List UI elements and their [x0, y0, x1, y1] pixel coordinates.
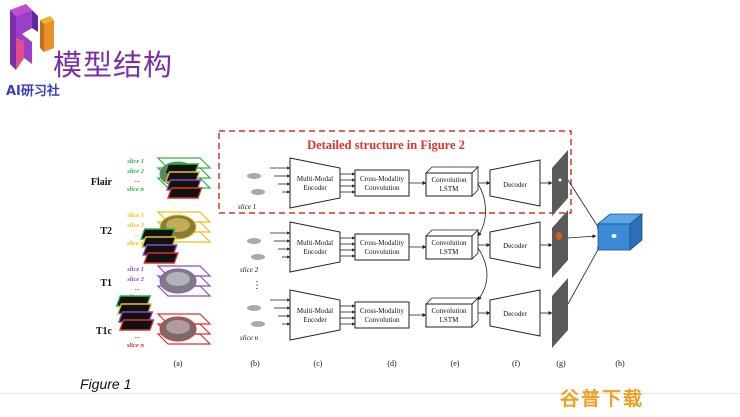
- encoder-label-line1: Multi-Modal: [297, 307, 333, 315]
- panel-letter-h: (h): [615, 359, 625, 368]
- page-title: 模型结构: [53, 48, 174, 82]
- input-stack-1: [163, 163, 265, 199]
- encoder-label-line2: Encoder: [303, 184, 327, 192]
- ai-logo-icon: [10, 4, 54, 70]
- panel-letter-f: (f): [512, 359, 520, 368]
- fusion-label-line1: Cross-Modality: [360, 239, 404, 247]
- t2-slice-n: slice n: [126, 240, 145, 247]
- t2-slice-ellipsis: ...: [135, 231, 140, 238]
- t1c-slice-n: slice n: [126, 342, 145, 349]
- encoder-row-2: Multi-Modal Encoder: [270, 221, 341, 273]
- decoder-row-1: Decoder: [478, 159, 541, 207]
- lstm-label-line2: LSTM: [440, 248, 459, 256]
- lstm-link-2-n: [477, 247, 488, 301]
- modality-label-t1c: T1c: [96, 326, 113, 337]
- modality-label-t2: T2: [100, 226, 112, 237]
- flair-slice-1: slice 1: [126, 158, 144, 165]
- fusion-label-line1: Cross-Modality: [360, 307, 404, 315]
- lstm-label-line2: LSTM: [440, 185, 459, 193]
- flair-slice-n: slice n: [126, 186, 145, 193]
- fusion-row-2: Cross-Modality Convolution: [340, 233, 410, 261]
- panel-letter-e: (e): [451, 359, 460, 368]
- stack-label-n: slice n: [240, 334, 259, 342]
- lstm-link-1-2: [477, 183, 486, 237]
- t1-slice-1: slice 1: [126, 266, 144, 273]
- encoder-label-line1: Multi-Modal: [297, 239, 333, 247]
- stack-vertical-ellipsis: ⋮: [252, 280, 262, 291]
- t1-slice-ellipsis: ...: [135, 285, 140, 292]
- fusion-row-1: Cross-Modality Convolution: [340, 169, 410, 197]
- encoder-label-line1: Multi-Modal: [297, 175, 333, 183]
- input-stack-2: [140, 228, 265, 264]
- lstm-label-line1: Convolution: [431, 176, 467, 184]
- lstm-row-n: Convolution LSTM: [409, 297, 479, 328]
- encoder-label-line2: Encoder: [303, 316, 327, 324]
- t1-slice-2: slice 2: [126, 276, 145, 283]
- lstm-label-line1: Convolution: [431, 239, 467, 247]
- watermark: 谷普下载: [560, 388, 645, 410]
- panel-letter-c: (c): [314, 359, 323, 368]
- flair-slice-2: slice 2: [126, 168, 145, 175]
- fusion-row-n: Cross-Modality Convolution: [340, 301, 410, 329]
- input-stack-n: [115, 295, 265, 331]
- panel-letter-g: (g): [556, 359, 566, 368]
- decoder-label: Decoder: [503, 181, 527, 189]
- encoder-row-1: Multi-Modal Encoder: [270, 157, 341, 209]
- t1-slice-stack: slice 1 slice 2 ... slice n: [126, 265, 212, 301]
- fusion-label-line2: Convolution: [364, 248, 400, 256]
- panel-letter-d: (d): [387, 359, 397, 368]
- lstm-row-2: Convolution LSTM: [409, 229, 479, 260]
- figure-caption: Figure 1: [80, 376, 132, 392]
- output-volume-icon: [596, 213, 644, 251]
- to-volume-arrow-1: [567, 179, 601, 231]
- watermark-divider: [0, 393, 740, 394]
- to-volume-arrow-2: [567, 234, 597, 239]
- output-slice-n: [552, 278, 568, 348]
- decoder-label: Decoder: [503, 310, 527, 318]
- decoder-row-n: Decoder: [478, 289, 541, 337]
- lstm-label-line2: LSTM: [440, 316, 459, 324]
- fusion-label-line2: Convolution: [364, 184, 400, 192]
- flair-slice-ellipsis: ...: [135, 177, 140, 184]
- lstm-row-1: Convolution LSTM: [409, 166, 479, 197]
- t2-slice-2: slice 2: [126, 222, 145, 229]
- encoder-row-n: Multi-Modal Encoder: [270, 289, 341, 341]
- decoder-row-2: Decoder: [478, 221, 541, 269]
- encoder-label-line2: Encoder: [303, 248, 327, 256]
- brand-subtitle: AI研习社: [6, 84, 60, 99]
- output-slice-2: [552, 210, 568, 278]
- stack-label-2: slice 2: [240, 266, 259, 274]
- modality-label-t1: T1: [100, 278, 112, 289]
- decoder-label: Decoder: [503, 242, 527, 250]
- t2-slice-1: slice 1: [126, 212, 144, 219]
- panel-letter-b: (b): [250, 359, 260, 368]
- detail-label: Detailed structure in Figure 2: [307, 138, 465, 152]
- stack-label-1: slice 1: [238, 203, 256, 211]
- to-volume-arrow-n: [567, 245, 601, 305]
- output-slice-1: [552, 150, 568, 216]
- fusion-label-line2: Convolution: [364, 316, 400, 324]
- t1c-slice-ellipsis: ...: [135, 333, 140, 340]
- modality-label-flair: Flair: [91, 177, 113, 188]
- fusion-label-line1: Cross-Modality: [360, 175, 404, 183]
- lstm-label-line1: Convolution: [431, 307, 467, 315]
- detail-region: [218, 130, 572, 214]
- panel-letter-a: (a): [174, 359, 183, 368]
